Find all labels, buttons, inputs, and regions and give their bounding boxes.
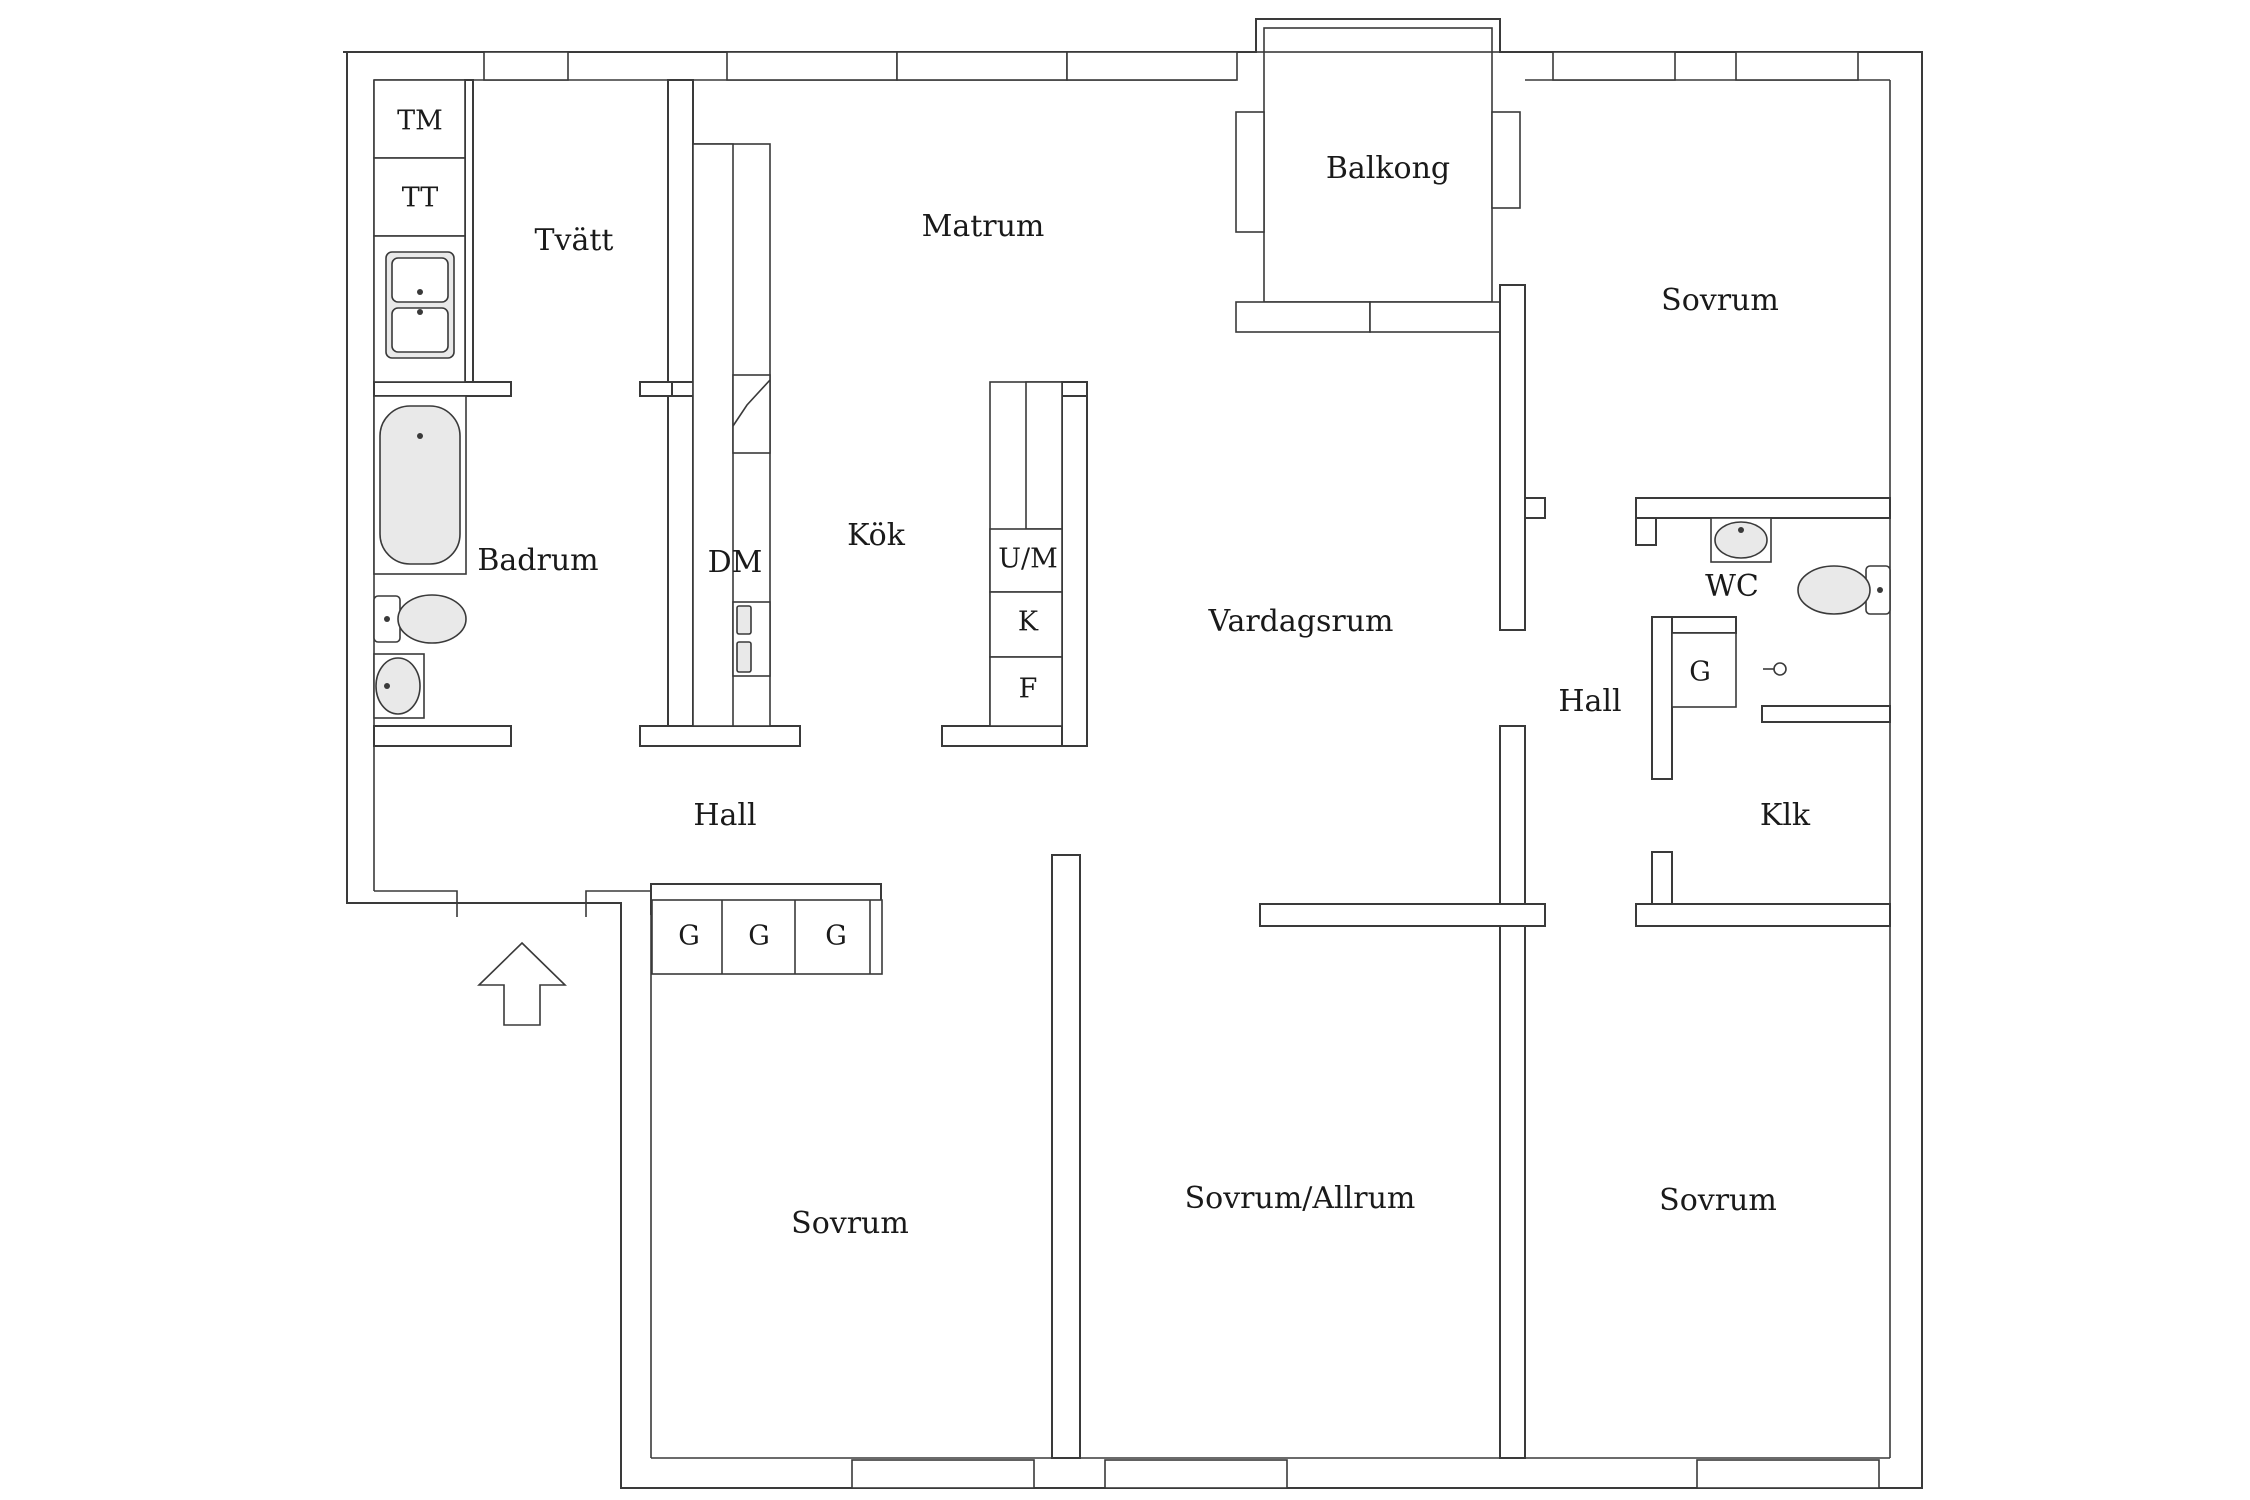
room-label-matrum: Matrum bbox=[922, 209, 1045, 244]
closet-label: G bbox=[825, 921, 847, 952]
room-label-sovrum-allrum: Sovrum/Allrum bbox=[1185, 1181, 1416, 1216]
room-label-sovrum-se: Sovrum bbox=[1659, 1183, 1777, 1218]
kitchen-counter-east bbox=[989, 381, 1063, 727]
double-sink-icon bbox=[385, 251, 455, 359]
room-label-hall-east: Hall bbox=[1558, 684, 1621, 719]
room-label-wc: WC bbox=[1705, 569, 1759, 604]
room-label-sovrum-sw: Sovrum bbox=[791, 1206, 909, 1241]
appliance-label-tm: TM bbox=[397, 106, 443, 137]
floor-drain-icon bbox=[1763, 662, 1787, 676]
dishwasher-icon bbox=[732, 374, 771, 454]
room-label-sovrum-ne: Sovrum bbox=[1661, 283, 1779, 318]
room-label-klk: Klk bbox=[1760, 798, 1811, 833]
room-label-balkong: Balkong bbox=[1326, 151, 1450, 186]
interior-walls bbox=[373, 79, 1891, 1459]
toilet-icon bbox=[373, 594, 467, 644]
wc-fixtures bbox=[1710, 517, 1891, 676]
laundry-fixtures bbox=[373, 79, 467, 719]
room-label-hall-west: Hall bbox=[693, 798, 756, 833]
entrance-arrow-icon bbox=[477, 941, 567, 1026]
sink-icon bbox=[373, 653, 425, 719]
room-label-vardagsrum: Vardagsrum bbox=[1208, 604, 1394, 639]
sink-icon bbox=[1710, 517, 1772, 563]
appliance-label-k: K bbox=[1018, 607, 1039, 638]
closet-label: G bbox=[678, 921, 700, 952]
room-label-tvatt: Tvätt bbox=[535, 223, 614, 258]
appliance-label-tt: TT bbox=[402, 183, 439, 214]
appliance-label-f: F bbox=[1019, 674, 1038, 705]
room-label-badrum: Badrum bbox=[477, 543, 598, 578]
windows bbox=[483, 51, 1880, 1489]
room-label-kok: Kök bbox=[847, 518, 906, 553]
closet-label: G bbox=[748, 921, 770, 952]
room-label-dm: DM bbox=[708, 545, 763, 580]
appliance-label-um: U/M bbox=[998, 544, 1058, 575]
kitchen-counter-west bbox=[692, 143, 771, 727]
bathtub-icon bbox=[373, 395, 467, 575]
closets-hall bbox=[651, 632, 1737, 975]
toilet-icon bbox=[1797, 565, 1891, 615]
kitchen-sink-icon bbox=[732, 601, 771, 677]
closet-label: G bbox=[1689, 657, 1711, 688]
